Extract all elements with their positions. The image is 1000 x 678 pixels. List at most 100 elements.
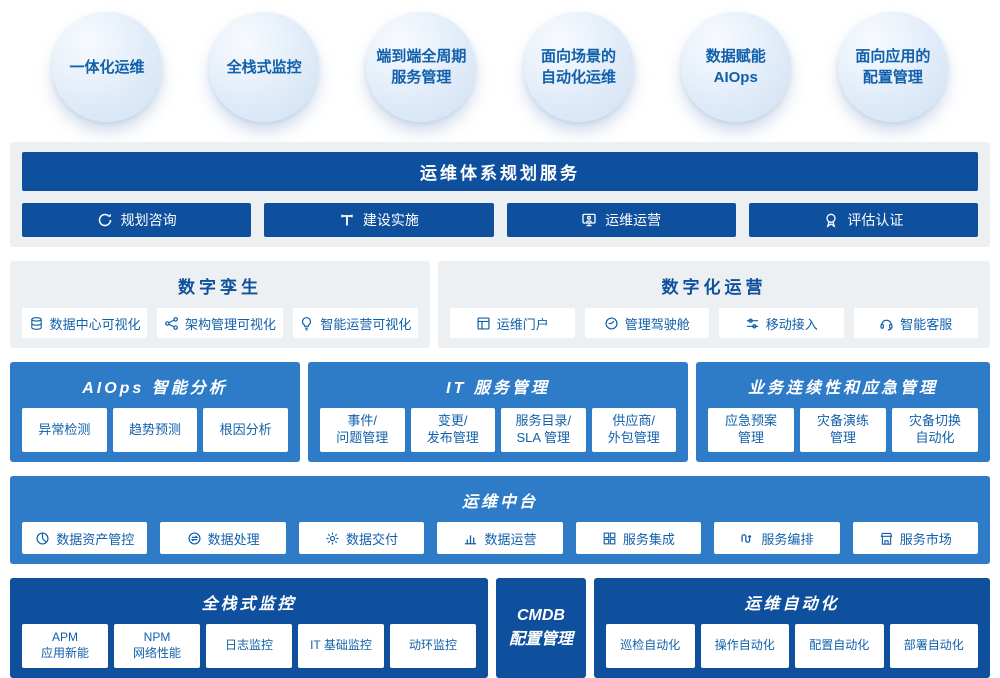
portal-icon bbox=[476, 316, 491, 331]
bar-chart-icon bbox=[463, 531, 478, 546]
deploy-automation-button[interactable]: 部署自动化 bbox=[889, 624, 978, 668]
ops-portal-button[interactable]: 运维门户 bbox=[450, 308, 575, 338]
capability-badge: 面向场景的 自动化运维 bbox=[523, 12, 634, 122]
incident-problem-button[interactable]: 事件/ 问题管理 bbox=[320, 408, 405, 452]
construction-button[interactable]: 建设实施 bbox=[264, 203, 494, 237]
planning-consult-button[interactable]: 规划咨询 bbox=[22, 203, 252, 237]
it-infra-monitoring-button[interactable]: IT 基础监控 bbox=[298, 624, 384, 668]
automation-title: 运维自动化 bbox=[744, 596, 840, 613]
itsm-panel: IT 服务管理 事件/ 问题管理 变更/ 发布管理 服务目录/ SLA 管理 供… bbox=[308, 362, 688, 462]
architecture-viz-button[interactable]: 架构管理可视化 bbox=[157, 308, 283, 338]
button-label: 建设实施 bbox=[362, 212, 419, 228]
button-label: 运维运营 bbox=[605, 212, 662, 228]
digital-twin-panel: 数字孪生 数据中心可视化 架构管理可视化 智能运营可视化 bbox=[10, 261, 430, 348]
smart-service-button[interactable]: 智能客服 bbox=[853, 308, 978, 338]
digital-operations-panel: 数字化运营 运维门户 管理驾驶舱 移动接入 智能客服 bbox=[438, 261, 990, 348]
dr-switch-button[interactable]: 灾备切换 自动化 bbox=[892, 408, 978, 452]
data-processing-button[interactable]: 数据处理 bbox=[160, 522, 286, 554]
data-asset-button[interactable]: 数据资产管控 bbox=[22, 522, 148, 554]
button-label: 管理驾驶舱 bbox=[624, 316, 690, 332]
button-label: 运维门户 bbox=[496, 316, 549, 332]
button-label: 数据处理 bbox=[207, 531, 260, 547]
itsm-title: IT 服务管理 bbox=[446, 380, 550, 397]
aiops-title: AIOps 智能分析 bbox=[82, 380, 228, 397]
market-icon bbox=[879, 531, 894, 546]
bulb-icon bbox=[299, 316, 314, 331]
vendor-outsourcing-button[interactable]: 供应商/ 外包管理 bbox=[591, 408, 676, 452]
anomaly-detection-button[interactable]: 异常检测 bbox=[22, 408, 107, 452]
button-label: 架构管理可视化 bbox=[184, 316, 276, 332]
root-cause-button[interactable]: 根因分析 bbox=[203, 408, 289, 452]
middle-platform-panel: 运维中台 数据资产管控 数据处理 数据交付 数据运营 服务集成 bbox=[10, 476, 990, 564]
apm-button[interactable]: APM 应用新能 bbox=[22, 624, 108, 668]
button-label: 数据中心可视化 bbox=[49, 316, 141, 332]
npm-button[interactable]: NPM 网络性能 bbox=[114, 624, 200, 668]
trend-prediction-button[interactable]: 趋势预测 bbox=[112, 408, 198, 452]
service-orchestration-button[interactable]: 服务编排 bbox=[714, 522, 840, 554]
facility-monitoring-button[interactable]: 动环监控 bbox=[390, 624, 476, 668]
database-icon bbox=[29, 316, 44, 331]
refresh-icon bbox=[97, 212, 113, 228]
service-market-button[interactable]: 服务市场 bbox=[852, 522, 978, 554]
gauge-icon bbox=[604, 316, 619, 331]
digital-twin-title: 数字孪生 bbox=[178, 278, 262, 297]
assessment-button[interactable]: 评估认证 bbox=[748, 203, 978, 237]
capability-badge: 一体化运维 bbox=[52, 12, 162, 122]
aiops-panel: AIOps 智能分析 异常检测 趋势预测 根因分析 bbox=[10, 362, 300, 462]
intelligent-ops-viz-button[interactable]: 智能运营可视化 bbox=[292, 308, 418, 338]
button-label: 规划咨询 bbox=[120, 212, 177, 228]
orchestration-icon bbox=[740, 531, 755, 546]
bcm-title: 业务连续性和应急管理 bbox=[747, 380, 938, 397]
headset-icon bbox=[879, 316, 894, 331]
mobile-access-button[interactable]: 移动接入 bbox=[719, 308, 844, 338]
service-integration-button[interactable]: 服务集成 bbox=[575, 522, 702, 554]
dr-drill-button[interactable]: 灾备演练 管理 bbox=[800, 408, 886, 452]
planning-panel: 运维体系规划服务 规划咨询 建设实施 运维运营 评估认证 bbox=[10, 142, 990, 247]
button-label: 服务编排 bbox=[761, 531, 814, 547]
button-label: 数据运营 bbox=[484, 531, 537, 547]
sliders-icon bbox=[745, 316, 760, 331]
management-cockpit-button[interactable]: 管理驾驶舱 bbox=[584, 308, 709, 338]
inspection-automation-button[interactable]: 巡检自动化 bbox=[606, 624, 695, 668]
button-label: 服务集成 bbox=[622, 531, 675, 547]
button-label: 智能客服 bbox=[900, 316, 953, 332]
datacenter-viz-button[interactable]: 数据中心可视化 bbox=[22, 308, 148, 338]
automation-panel: 运维自动化 巡检自动化 操作自动化 配置自动化 部署自动化 bbox=[594, 578, 990, 678]
middle-platform-title: 运维中台 bbox=[461, 494, 538, 511]
capability-badge: 端到端全周期 服务管理 bbox=[366, 12, 477, 122]
process-arrows-icon bbox=[187, 531, 202, 546]
capability-badge: 面向应用的 配置管理 bbox=[837, 12, 948, 122]
capability-badge: 数据赋能 AIOps bbox=[680, 12, 791, 122]
button-label: 移动接入 bbox=[765, 316, 818, 332]
bcm-panel: 业务连续性和应急管理 应急预案 管理 灾备演练 管理 灾备切换 自动化 bbox=[696, 362, 990, 462]
hammer-icon bbox=[339, 212, 355, 228]
gear-icon bbox=[325, 531, 340, 546]
cmdb-title: CMDB 配置管理 bbox=[508, 607, 573, 648]
data-delivery-button[interactable]: 数据交付 bbox=[298, 522, 425, 554]
pie-chart-icon bbox=[35, 531, 50, 546]
monitoring-panel: 全栈式监控 APM 应用新能 NPM 网络性能 日志监控 IT 基础监控 动环监… bbox=[10, 578, 488, 678]
log-monitoring-button[interactable]: 日志监控 bbox=[206, 624, 292, 668]
digital-operations-title: 数字化运营 bbox=[661, 278, 767, 297]
operations-button[interactable]: 运维运营 bbox=[506, 203, 736, 237]
button-label: 智能运营可视化 bbox=[320, 316, 412, 332]
data-operation-button[interactable]: 数据运营 bbox=[437, 522, 563, 554]
integration-grid-icon bbox=[602, 531, 617, 546]
capability-badge: 全栈式监控 bbox=[209, 12, 320, 122]
change-release-button[interactable]: 变更/ 发布管理 bbox=[410, 408, 495, 452]
config-automation-button[interactable]: 配置自动化 bbox=[795, 624, 884, 668]
button-label: 评估认证 bbox=[847, 212, 904, 228]
monitoring-title: 全栈式监控 bbox=[201, 596, 297, 613]
catalog-sla-button[interactable]: 服务目录/ SLA 管理 bbox=[501, 408, 586, 452]
operation-automation-button[interactable]: 操作自动化 bbox=[700, 624, 789, 668]
button-label: 数据交付 bbox=[346, 531, 399, 547]
planning-buttons: 规划咨询 建设实施 运维运营 评估认证 bbox=[22, 203, 978, 237]
button-label: 服务市场 bbox=[899, 531, 952, 547]
topology-icon bbox=[164, 316, 179, 331]
certificate-icon bbox=[823, 212, 839, 228]
capability-badges: 一体化运维 全栈式监控 端到端全周期 服务管理 面向场景的 自动化运维 数据赋能… bbox=[10, 12, 990, 122]
emergency-plan-button[interactable]: 应急预案 管理 bbox=[708, 408, 794, 452]
button-label: 数据资产管控 bbox=[56, 531, 135, 547]
architecture-diagram: 一体化运维 全栈式监控 端到端全周期 服务管理 面向场景的 自动化运维 数据赋能… bbox=[10, 12, 990, 678]
planning-title: 运维体系规划服务 bbox=[22, 152, 978, 191]
